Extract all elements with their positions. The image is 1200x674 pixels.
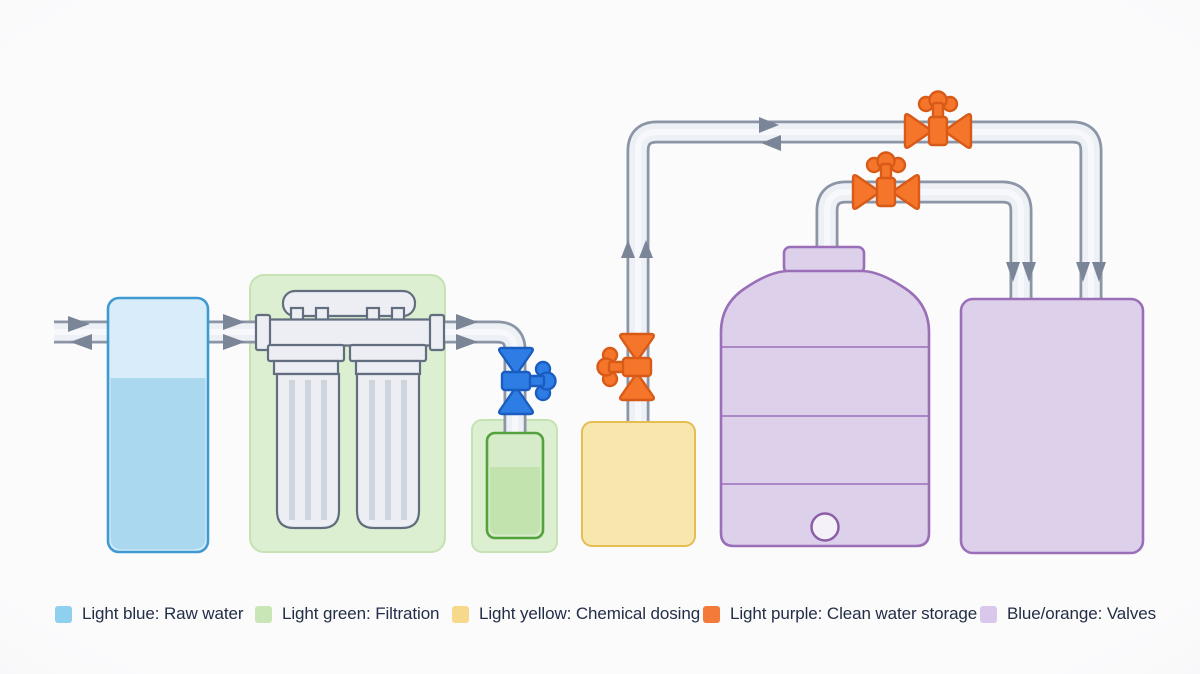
filter-housing-2 [348, 343, 428, 530]
legend: Light blue: Raw water Light green: Filtr… [0, 604, 1200, 630]
legend-label-raw-water: Light blue: Raw water [82, 604, 244, 623]
clean-water-storage-tank [719, 245, 931, 548]
flow-arrows [68, 117, 1106, 350]
filtration-unit [254, 289, 446, 530]
dosing-bottle-liquid [490, 467, 540, 535]
tank-neck [782, 245, 866, 275]
orange-valve-top-line-icon [903, 90, 973, 150]
flow-arrow-up [639, 240, 653, 258]
legend-item-raw-water: Light blue: Raw water [55, 604, 243, 624]
flow-arrow-down [1006, 262, 1020, 282]
pipe-storage-transfer-loop [815, 180, 1033, 301]
legend-swatch-filtration [255, 605, 272, 623]
legend-item-clean-water-storage: Light purple: Clean water storage [703, 604, 977, 624]
dosing-bottle [485, 431, 545, 540]
tank-seams [722, 346, 928, 485]
legend-item-chemical-dosing: Light yellow: Chemical dosing [452, 604, 700, 624]
orange-valve-dosing-riser-icon [596, 332, 656, 402]
legend-swatch-raw-water [55, 605, 72, 623]
flow-arrow-right [759, 117, 779, 133]
flow-arrow-down [1076, 262, 1090, 282]
flow-arrow-right [223, 334, 245, 350]
filter-housing-1 [266, 343, 346, 530]
process-diagram [54, 90, 1145, 555]
blue-valve-icon [497, 346, 557, 416]
legend-label-filtration: Light green: Filtration [282, 604, 440, 623]
legend-label-clean-water-storage: Light purple: Clean water storage [730, 604, 978, 623]
flow-arrow-down [1092, 262, 1106, 282]
flow-arrow-right [456, 334, 478, 350]
flow-arrow-right [223, 314, 245, 330]
pipe-dosing-riser-loop [626, 120, 1103, 424]
legend-label-chemical-dosing: Light yellow: Chemical dosing [479, 604, 701, 623]
flow-arrow-right [68, 316, 90, 332]
flow-arrow-right [456, 314, 478, 330]
legend-swatch-chemical-dosing [452, 605, 469, 623]
secondary-storage-tank [959, 297, 1145, 555]
manifold-end-fitting [254, 313, 272, 352]
orange-valve-tank-line-icon [851, 151, 921, 211]
filter-manifold [262, 318, 438, 347]
legend-label-valves: Blue/orange: Valves [1007, 604, 1156, 623]
raw-water-tank [106, 296, 210, 554]
legend-item-valves: Blue/orange: Valves [980, 604, 1156, 624]
legend-swatch-clean-water-storage [703, 605, 720, 623]
legend-item-filtration: Light green: Filtration [255, 604, 440, 624]
tank-drain-port [810, 512, 840, 542]
legend-swatch-valves [980, 605, 997, 623]
flow-arrow-down [1022, 262, 1036, 282]
raw-water-level [110, 378, 206, 550]
flow-arrow-left [761, 135, 781, 151]
manifold-end-fitting [428, 313, 446, 352]
chemical-dosing-tank [581, 421, 696, 547]
flow-arrow-left [70, 334, 92, 350]
flow-arrow-up [621, 240, 635, 258]
